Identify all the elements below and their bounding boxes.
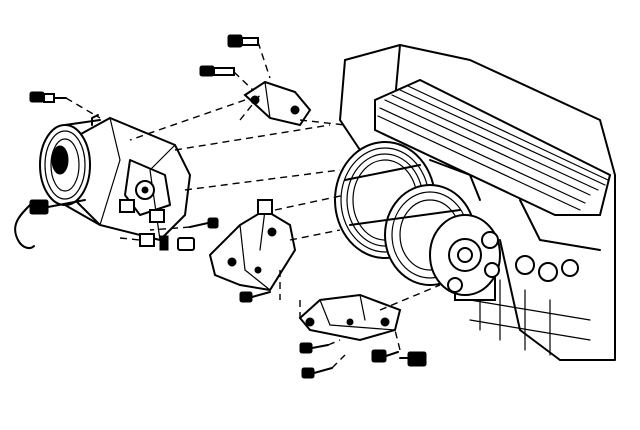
compressor-clutch-pulley	[39, 119, 101, 226]
lower-bracket-bolts	[299, 329, 427, 379]
upper-bolt	[227, 34, 271, 79]
ac-compressor	[68, 114, 192, 242]
front-mounting-bracket	[208, 194, 346, 300]
pressure-switch	[29, 91, 101, 119]
upper-mounting-bracket	[129, 80, 346, 141]
electrical-connector	[14, 199, 86, 249]
front-bracket-spacer	[119, 233, 195, 251]
front-bracket-nut	[239, 291, 271, 303]
engine-intake-manifold	[374, 78, 612, 251]
upper-stud	[199, 65, 256, 93]
front-bracket-bolt	[149, 217, 219, 231]
crankshaft-pulley-assembly	[334, 141, 579, 296]
assembly-guide-lines	[174, 94, 341, 320]
lower-mounting-bracket	[298, 284, 441, 342]
